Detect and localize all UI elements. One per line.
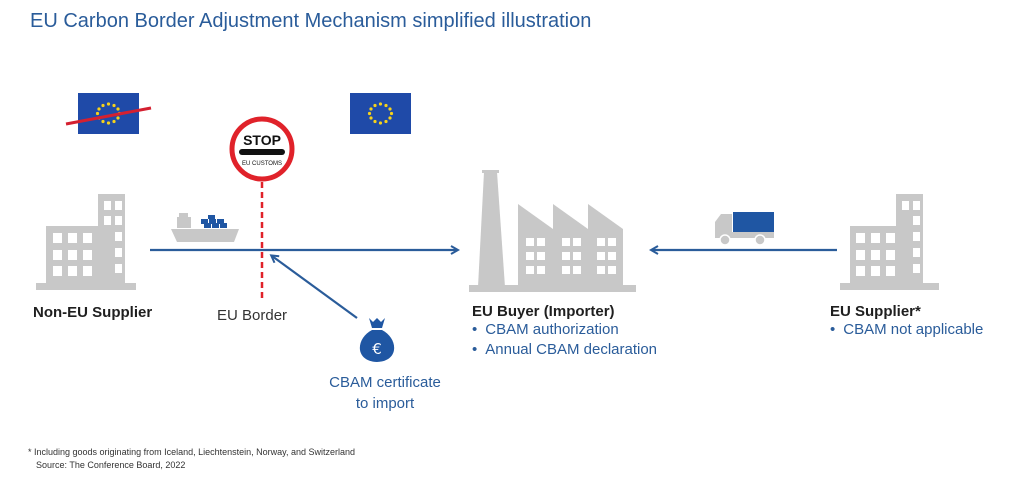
cbam-certificate-label: CBAM certificate to import (310, 372, 460, 414)
stop-sign-subtext: EU CUSTOMS (242, 161, 282, 167)
certificate-arrow (272, 256, 358, 319)
eu-supplier-block: EU Supplier* CBAM not applicable (830, 303, 983, 340)
euro-money-bag-icon: € (359, 318, 395, 362)
eu-supplier-bullets: CBAM not applicable (830, 320, 983, 340)
eu-border-label: EU Border (217, 307, 288, 324)
svg-text:€: € (372, 340, 382, 358)
eu-buyer-bullet: Annual CBAM declaration (472, 340, 657, 360)
office-building-icon (36, 194, 136, 290)
eu-supplier-bullet: CBAM not applicable (830, 320, 983, 340)
stop-sign-text: STOP (243, 132, 281, 148)
diagram-title: EU Carbon Border Adjustment Mechanism si… (30, 10, 592, 32)
footnote: * Including goods originating from Icela… (28, 446, 355, 472)
footnote-source: Source: The Conference Board, 2022 (36, 460, 186, 470)
cbam-certificate-line-2: to import (355, 395, 415, 412)
eu-buyer-bullets: CBAM authorization Annual CBAM declarati… (472, 320, 657, 360)
cbam-certificate-line-1: CBAM certificate (329, 374, 441, 391)
non-eu-supplier-label: Non-EU Supplier (33, 304, 153, 321)
eu-buyer-label: EU Buyer (Importer) (472, 303, 615, 320)
eu-supplier-label: EU Supplier* (830, 303, 921, 320)
eu-buyer-bullet: CBAM authorization (472, 320, 657, 340)
office-building-icon (840, 194, 939, 290)
eu-flag-crossed-icon (65, 93, 152, 134)
cargo-ship-icon (171, 213, 239, 242)
eu-buyer-block: EU Buyer (Importer) CBAM authorization A… (472, 303, 657, 360)
eu-flag-icon (350, 93, 411, 134)
factory-icon (469, 170, 636, 292)
footnote-line-1: * Including goods originating from Icela… (28, 447, 356, 457)
stop-sign-icon: STOP EU CUSTOMS (229, 116, 295, 182)
truck-icon (715, 212, 774, 246)
